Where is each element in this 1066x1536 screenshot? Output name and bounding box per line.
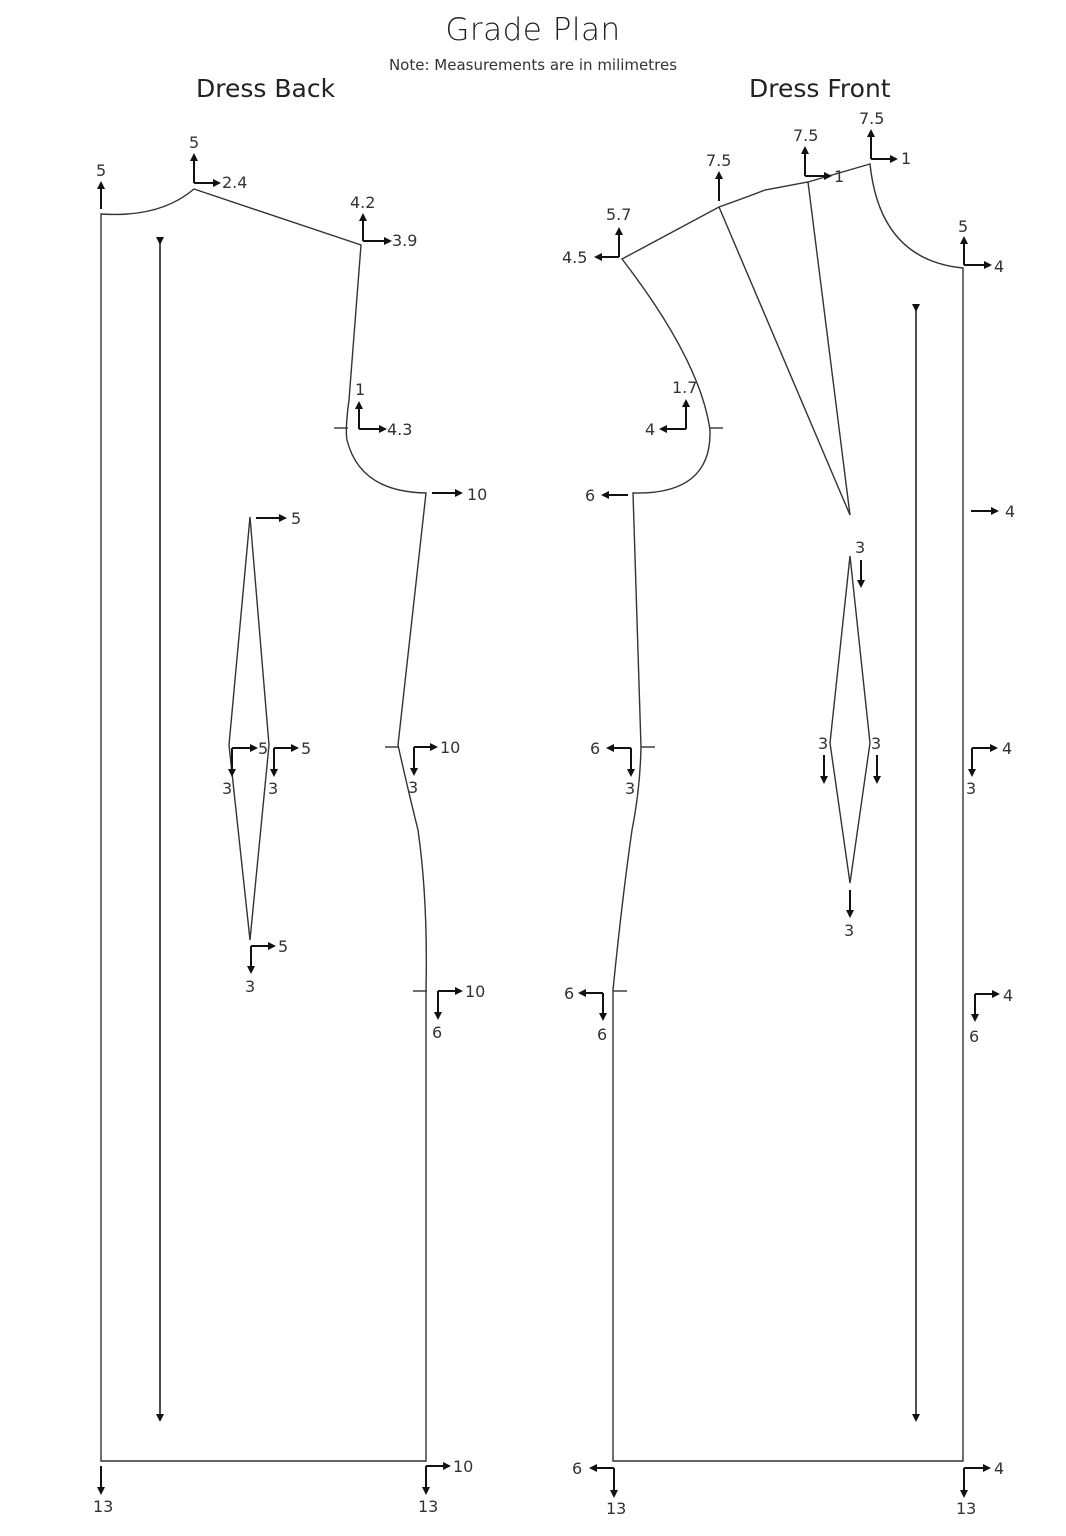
- grade-label: 4: [1005, 502, 1015, 521]
- grade-label: 3: [966, 779, 976, 798]
- grade-label: 4: [994, 1459, 1004, 1478]
- dress-front-title: Dress Front: [749, 74, 891, 103]
- grade-label: 1.7: [672, 378, 697, 397]
- front-grade-arrows: 5.7 4.5 7.5 7.5 1 7.5 1 5 4 1.7 4 6 4 3 …: [562, 109, 1015, 1518]
- dress-front-outline: [612, 163, 964, 1462]
- grade-label: 13: [93, 1497, 113, 1516]
- dress-back-outline: [100, 188, 428, 1462]
- page-title: Grade Plan: [445, 12, 621, 48]
- grade-label: 4: [645, 420, 655, 439]
- grade-label: 4: [1002, 739, 1012, 758]
- grade-label: 1: [901, 149, 911, 168]
- grade-label: 10: [453, 1457, 473, 1476]
- grade-label: 3: [844, 921, 854, 940]
- grade-label: 3: [408, 778, 418, 797]
- grade-label: 5: [958, 217, 968, 236]
- grade-label: 6: [572, 1459, 582, 1478]
- grade-label: 5: [258, 739, 268, 758]
- front-shoulder-dart-leg: [807, 181, 851, 516]
- grade-label: 4: [1003, 986, 1013, 1005]
- grade-label: 7.5: [706, 151, 731, 170]
- grade-label: 3.9: [392, 231, 417, 250]
- grade-label: 3: [818, 734, 828, 753]
- front-waist-dart: [829, 555, 871, 884]
- grade-label: 3: [245, 977, 255, 996]
- grade-label: 7.5: [859, 109, 884, 128]
- grade-label: 5: [301, 739, 311, 758]
- grade-label: 5.7: [606, 205, 631, 224]
- grade-label: 1: [355, 380, 365, 399]
- grade-label: 4.3: [387, 420, 412, 439]
- grade-label: 7.5: [793, 126, 818, 145]
- grade-label: 1: [834, 167, 844, 186]
- front-shoulder-dart-leg: [718, 206, 851, 516]
- dress-front-piece: [612, 163, 964, 1462]
- grade-label: 3: [268, 779, 278, 798]
- back-grade-arrows: 5 5 2.4 4.2 3.9 1 4.3 10 5 5 3 5 3 5 3 1…: [93, 133, 487, 1516]
- grade-label: 5: [96, 161, 106, 180]
- grade-label: 4: [994, 257, 1004, 276]
- grade-label: 4.5: [562, 248, 587, 267]
- grade-label: 13: [956, 1499, 976, 1518]
- dress-back-piece: [100, 188, 428, 1462]
- grade-label: 10: [440, 738, 460, 757]
- grade-label: 10: [465, 982, 485, 1001]
- grade-label: 10: [467, 485, 487, 504]
- grade-label: 5: [189, 133, 199, 152]
- grade-label: 3: [855, 538, 865, 557]
- units-note: Note: Measurements are in milimetres: [388, 56, 678, 74]
- grade-label: 2.4: [222, 173, 247, 192]
- dress-back-title: Dress Back: [196, 74, 336, 103]
- back-waist-dart: [228, 516, 270, 941]
- grade-label: 6: [590, 739, 600, 758]
- grade-label: 6: [597, 1025, 607, 1044]
- grade-label: 5: [278, 937, 288, 956]
- grade-label: 13: [418, 1497, 438, 1516]
- grade-label: 6: [969, 1027, 979, 1046]
- grade-label: 3: [871, 734, 881, 753]
- grade-label: 6: [432, 1023, 442, 1042]
- grade-label: 13: [606, 1499, 626, 1518]
- grade-label: 3: [625, 779, 635, 798]
- grade-label: 3: [222, 779, 232, 798]
- grade-label: 5: [291, 509, 301, 528]
- grade-label: 6: [564, 984, 574, 1003]
- grade-label: 6: [585, 486, 595, 505]
- grade-label: 4.2: [350, 193, 375, 212]
